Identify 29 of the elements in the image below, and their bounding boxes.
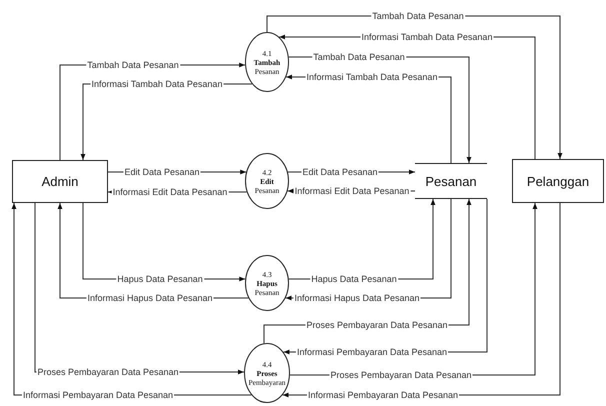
edge-label: Edit Data Pesanan — [123, 167, 201, 177]
process-circle — [245, 255, 289, 311]
edge-label: Informasi Hapus Data Pesanan — [86, 293, 214, 303]
edge-label: Proses Pembayaran Data Pesanan — [36, 367, 180, 377]
entity-name: Pelanggan — [526, 174, 590, 188]
edge-label: Informasi Hapus Data Pesanan — [293, 293, 421, 303]
edge-label: Tambah Data Pesanan — [86, 60, 180, 70]
entity-name: Admin — [42, 174, 78, 189]
edge-label: Tambah Data Pesanan — [312, 52, 406, 62]
store-name: Pesanan — [425, 174, 477, 188]
process-circle — [244, 343, 290, 403]
entity-box — [12, 160, 108, 203]
edge-label: Tambah Data Pesanan — [371, 11, 465, 21]
edge-label: Hapus Data Pesanan — [310, 274, 398, 284]
edge-label: Edit Data Pesanan — [301, 167, 379, 177]
edge-label: Informasi Pembayaran Data Pesanan — [22, 390, 174, 400]
edge-label: Proses Pembayaran Data Pesanan — [305, 320, 449, 330]
process-circle — [245, 32, 289, 92]
edge-label: Informasi Tambah Data Pesanan — [360, 32, 494, 42]
edge-label: Informasi Edit Data Pesanan — [294, 186, 410, 196]
edge-label: Informasi Tambah Data Pesanan — [306, 72, 438, 82]
entity-box — [512, 159, 604, 203]
edge-label: Informasi Tambah Data Pesanan — [90, 79, 224, 89]
edge-label: Informasi Pembayaran Data Pesanan — [296, 347, 448, 357]
process-circle — [245, 153, 289, 209]
edge-label: Hapus Data Pesanan — [116, 274, 204, 284]
edge-label: Proses Pembayaran Data Pesanan — [329, 370, 473, 380]
edge-label: Informasi Pembayaran Data Pesanan — [306, 390, 460, 400]
edge-label: Informasi Edit Data Pesanan — [112, 187, 228, 197]
